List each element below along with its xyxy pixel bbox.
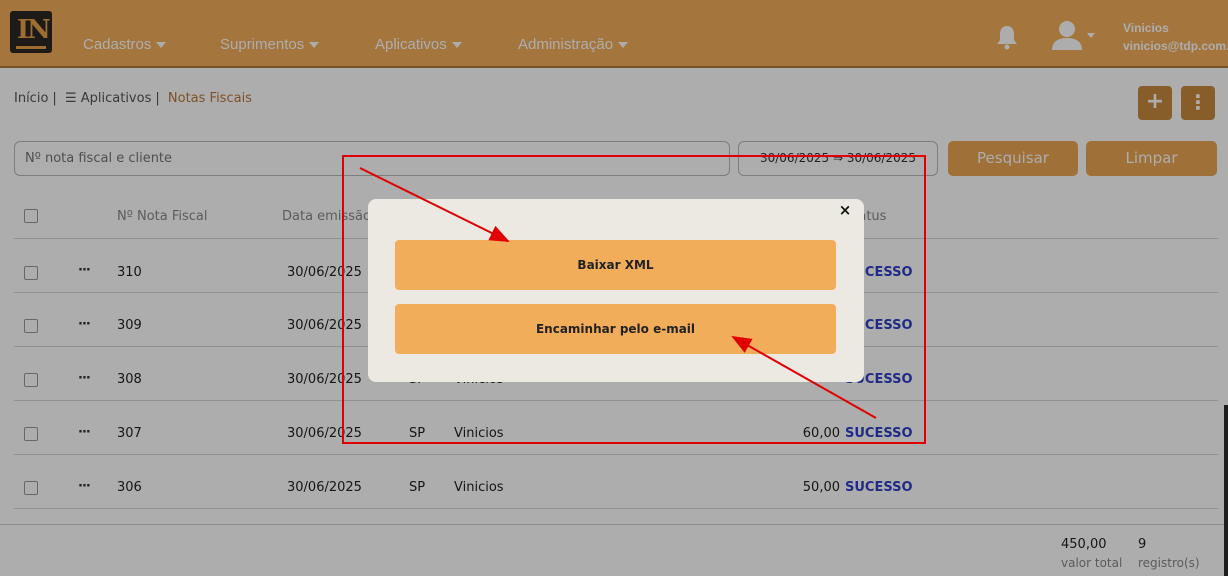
- row-menu-icon[interactable]: ···: [78, 263, 91, 278]
- cell-date: 30/06/2025: [287, 480, 362, 495]
- row-checkbox[interactable]: [24, 481, 38, 495]
- date-range-input[interactable]: 30/06/2025 ⇒ 30/06/2025: [738, 141, 938, 176]
- bell-icon[interactable]: [995, 24, 1019, 50]
- divider: [14, 400, 1218, 401]
- more-options-button[interactable]: ⋮: [1181, 86, 1215, 120]
- list-icon: ☰: [64, 91, 77, 106]
- row-checkbox[interactable]: [24, 266, 38, 280]
- cell-client: Vinicios: [454, 480, 504, 495]
- clear-button[interactable]: Limpar: [1086, 141, 1217, 176]
- cell-amount: 60,00: [802, 426, 840, 441]
- cell-number: 308: [117, 372, 142, 387]
- cell-number: 310: [117, 265, 142, 280]
- cell-number: 307: [117, 426, 142, 441]
- annotation-box: [342, 155, 926, 444]
- footer-divider: [0, 524, 1228, 525]
- caret-down-icon: [451, 42, 462, 49]
- select-all-checkbox[interactable]: [24, 209, 38, 223]
- cell-uf: SP: [409, 426, 426, 441]
- search-button[interactable]: Pesquisar: [948, 141, 1078, 176]
- divider: [14, 454, 1218, 455]
- cell-number: 306: [117, 480, 142, 495]
- divider: [14, 508, 1218, 509]
- caret-down-icon: [309, 42, 320, 49]
- row-checkbox[interactable]: [24, 319, 38, 333]
- records-label: registro(s): [1138, 556, 1200, 570]
- breadcrumb-home[interactable]: Início: [14, 91, 49, 106]
- caret-down-icon: [618, 42, 629, 49]
- cell-number: 309: [117, 318, 142, 333]
- nav-suprimentos[interactable]: Suprimentos: [220, 36, 320, 53]
- nav-cadastros[interactable]: Cadastros: [83, 36, 167, 53]
- column-header-date[interactable]: Data emissão: [282, 209, 371, 224]
- total-value: 450,00: [1061, 537, 1107, 552]
- user-email: vinicios@tdp.com.br: [1123, 39, 1228, 53]
- row-menu-icon[interactable]: ···: [78, 479, 91, 494]
- user-caret-icon[interactable]: [1087, 33, 1095, 38]
- row-checkbox[interactable]: [24, 373, 38, 387]
- user-icon[interactable]: [1050, 20, 1084, 50]
- top-header: I N Cadastros Suprimentos Aplicativos Ad…: [0, 0, 1228, 68]
- nav-aplicativos[interactable]: Aplicativos: [375, 36, 462, 53]
- window-edge: [1224, 405, 1228, 576]
- user-name: Vinicios: [1123, 21, 1169, 35]
- close-icon[interactable]: ×: [838, 201, 852, 219]
- row-menu-icon[interactable]: ···: [78, 317, 91, 332]
- cell-amount: 50,00: [802, 480, 840, 495]
- column-header-number[interactable]: Nº Nota Fiscal: [117, 209, 208, 224]
- row-menu-icon[interactable]: ···: [78, 371, 91, 386]
- in-logo-icon[interactable]: I N: [10, 11, 52, 53]
- nav-administracao[interactable]: Administração: [518, 36, 629, 53]
- records-count: 9: [1138, 537, 1147, 552]
- breadcrumb-current: Notas Fiscais: [167, 91, 252, 106]
- download-xml-button[interactable]: Baixar XML: [395, 240, 836, 290]
- row-checkbox[interactable]: [24, 427, 38, 441]
- breadcrumb: Início| ☰ Aplicativos| Notas Fiscais: [14, 91, 252, 106]
- breadcrumb-apps[interactable]: Aplicativos: [80, 91, 152, 106]
- cell-client: Vinicios: [454, 426, 504, 441]
- cell-uf: SP: [409, 480, 426, 495]
- caret-down-icon: [156, 42, 167, 49]
- row-menu-icon[interactable]: ···: [78, 425, 91, 440]
- status-badge: SUCESSO: [845, 480, 913, 495]
- status-badge: SUCESSO: [845, 426, 913, 441]
- add-button[interactable]: +: [1138, 86, 1172, 120]
- total-label: valor total: [1061, 556, 1123, 570]
